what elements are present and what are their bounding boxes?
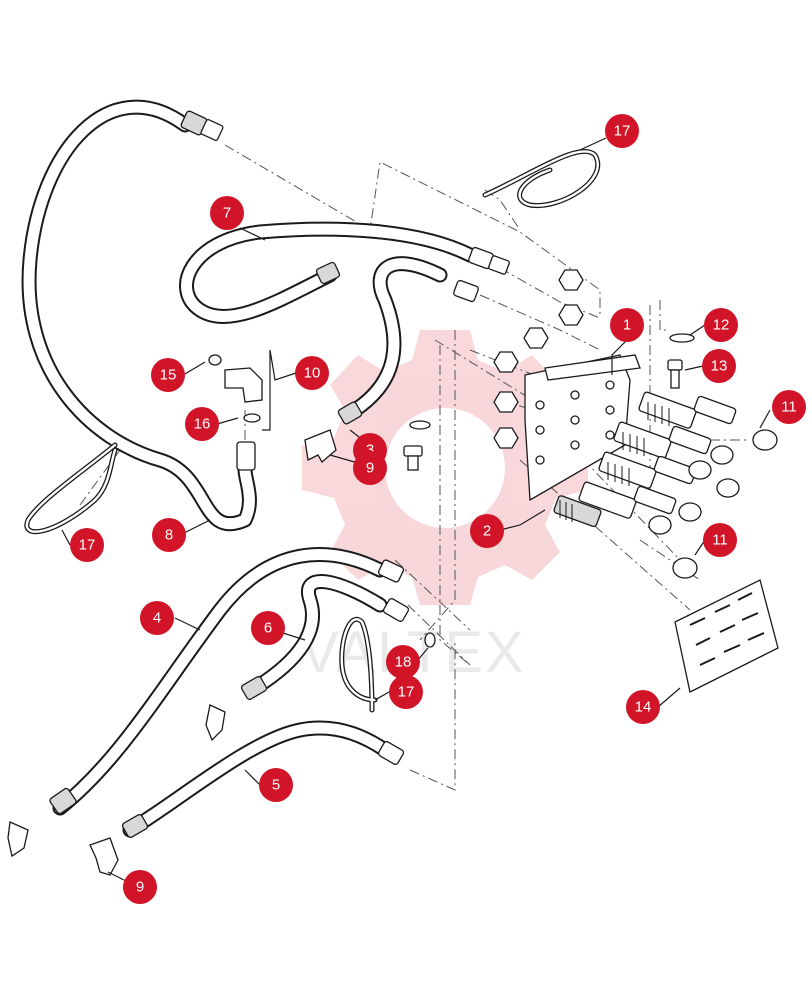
callout-label: 11 bbox=[712, 532, 728, 549]
callout-label: 12 bbox=[713, 317, 730, 334]
callout-c2: 2 bbox=[470, 514, 504, 548]
callout-circle bbox=[386, 645, 420, 679]
callout-label: 3 bbox=[366, 442, 374, 459]
cable-tie-17-top bbox=[482, 148, 601, 209]
callout-circle bbox=[185, 407, 219, 441]
callout-c7: 7 bbox=[210, 196, 244, 230]
callout-c15: 15 bbox=[151, 358, 185, 392]
callout-c8: 8 bbox=[152, 518, 186, 552]
callout-c17c: 17 bbox=[389, 675, 423, 709]
callout-circle bbox=[353, 451, 387, 485]
callout-c9b: 9 bbox=[123, 870, 157, 904]
callout-label: 14 bbox=[635, 699, 652, 716]
callout-circle bbox=[389, 675, 423, 709]
bolt-left bbox=[403, 420, 431, 471]
callout-circle bbox=[295, 356, 329, 390]
quick-couplers bbox=[578, 391, 737, 519]
hose-5 bbox=[121, 720, 405, 838]
callout-label: 9 bbox=[366, 460, 374, 477]
callout-c10: 10 bbox=[295, 356, 329, 390]
callout-circle bbox=[251, 611, 285, 645]
callout-circle bbox=[704, 308, 738, 342]
callout-c5: 5 bbox=[259, 768, 293, 802]
hose-3 bbox=[337, 256, 479, 425]
callout-label: 15 bbox=[160, 367, 177, 384]
callout-label: 18 bbox=[395, 654, 412, 671]
callout-label: 5 bbox=[272, 777, 280, 794]
callout-circle bbox=[152, 518, 186, 552]
callout-c13: 13 bbox=[702, 349, 736, 383]
callout-label: 16 bbox=[194, 416, 211, 433]
callout-label: 13 bbox=[711, 358, 728, 375]
callout-label: 17 bbox=[398, 684, 415, 701]
callout-label: 9 bbox=[136, 879, 144, 896]
callout-circle bbox=[772, 390, 806, 424]
callout-label: 11 bbox=[781, 399, 797, 416]
callout-label: 1 bbox=[623, 317, 631, 334]
dust-caps-11 bbox=[648, 429, 778, 579]
callout-label: 2 bbox=[483, 523, 491, 540]
cable-tie-17-left bbox=[24, 442, 118, 535]
washer-12 bbox=[669, 333, 695, 343]
callout-circle bbox=[123, 870, 157, 904]
callout-label: 4 bbox=[153, 610, 161, 627]
elbow-fitting-9-bottom bbox=[89, 837, 119, 876]
callout-label: 8 bbox=[165, 527, 173, 544]
o-ring-18 bbox=[424, 632, 436, 648]
callout-c4: 4 bbox=[140, 601, 174, 635]
callout-circle bbox=[605, 114, 639, 148]
straight-fitting-left-1 bbox=[205, 704, 226, 742]
callout-label: 10 bbox=[304, 365, 321, 382]
elbow-fitting-9-center bbox=[304, 429, 337, 464]
callout-label: 6 bbox=[264, 620, 272, 637]
cable-tie-17-center bbox=[339, 616, 378, 713]
callout-circle bbox=[70, 528, 104, 562]
callout-c18: 18 bbox=[386, 645, 420, 679]
hex-nuts bbox=[493, 269, 584, 449]
callout-circle bbox=[210, 196, 244, 230]
hose-8 bbox=[21, 99, 257, 532]
hose-4 bbox=[49, 547, 405, 816]
callout-c1: 1 bbox=[610, 308, 644, 342]
callout-circle bbox=[703, 523, 737, 557]
callout-label: 7 bbox=[223, 205, 231, 222]
elbow-fitting-10 bbox=[208, 354, 263, 423]
decal-14 bbox=[674, 579, 779, 693]
callout-c11a: 11 bbox=[772, 390, 806, 424]
callout-circle bbox=[626, 690, 660, 724]
callout-circle bbox=[140, 601, 174, 635]
callout-c9a: 9 bbox=[353, 451, 387, 485]
callout-circle bbox=[259, 768, 293, 802]
callout-label: 17 bbox=[614, 123, 631, 140]
callout-circle bbox=[151, 358, 185, 392]
bolt-13 bbox=[667, 359, 683, 389]
callout-circle bbox=[702, 349, 736, 383]
callout-label: 17 bbox=[79, 537, 96, 554]
hose-6 bbox=[240, 574, 410, 700]
callout-c6: 6 bbox=[251, 611, 285, 645]
straight-fitting-left-2 bbox=[7, 821, 29, 858]
callout-c17a: 17 bbox=[605, 114, 639, 148]
callout-c16: 16 bbox=[185, 407, 219, 441]
callout-circle bbox=[610, 308, 644, 342]
callout-c11b: 11 bbox=[703, 523, 737, 557]
callout-c12: 12 bbox=[704, 308, 738, 342]
callout-circle bbox=[470, 514, 504, 548]
hose-7 bbox=[179, 221, 510, 325]
callout-c14: 14 bbox=[626, 690, 660, 724]
adapter-2 bbox=[553, 495, 602, 528]
callout-c17b: 17 bbox=[70, 528, 104, 562]
